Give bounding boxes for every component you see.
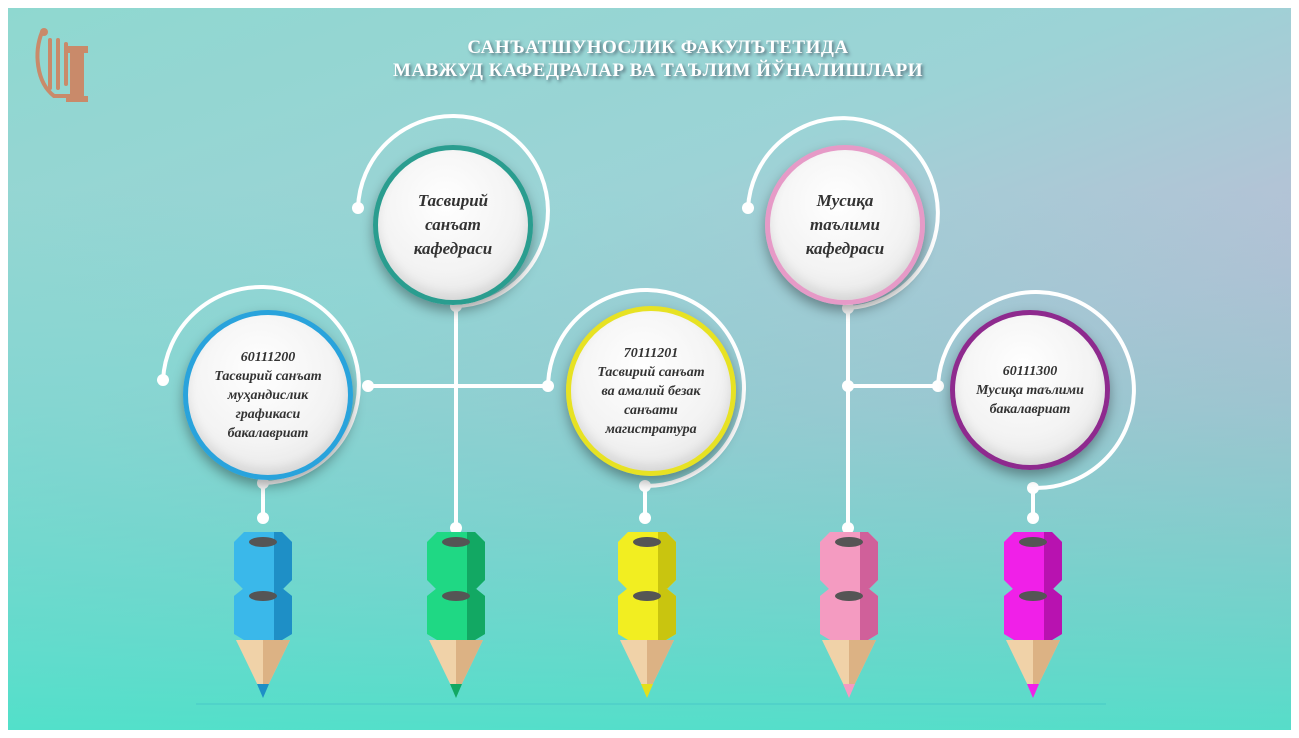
program-line: санъати xyxy=(624,402,678,418)
program-line: ва амалий безак xyxy=(601,383,701,399)
department-line: санъат xyxy=(425,215,481,234)
pencil-green-icon xyxy=(427,532,485,698)
program-line: бакалавриат xyxy=(989,401,1071,417)
page-title: САНЪАТШУНОСЛИК ФАКУЛЪТЕТИДА МАВЖУД КАФЕД… xyxy=(258,36,1058,82)
pencil-magenta-icon xyxy=(1004,532,1062,698)
program-line: муҳандислик xyxy=(227,387,309,403)
program-line: Тасвирий санъат xyxy=(214,368,322,384)
pencil-pink-icon xyxy=(820,532,878,698)
baseline-divider xyxy=(196,703,1106,705)
department-line: Мусиқа xyxy=(816,191,874,210)
pencil-blue-icon xyxy=(234,532,292,698)
program-line: магистратура xyxy=(605,421,697,437)
program-line: бакалавриат xyxy=(227,425,309,441)
department-line: кафедраси xyxy=(805,239,885,258)
title-line-1: САНЪАТШУНОСЛИК ФАКУЛЪТЕТИДА xyxy=(467,37,849,58)
program-circle-60111300: 60111300 Мусиқа таълими бакалавриат xyxy=(950,310,1110,470)
department-line: таълими xyxy=(810,215,880,234)
department-circle-music: Мусиқа таълими кафедраси xyxy=(765,145,925,305)
department-line: Тасвирий xyxy=(417,191,489,210)
faculty-logo-icon xyxy=(35,28,88,102)
slide: САНЪАТШУНОСЛИК ФАКУЛЪТЕТИДА МАВЖУД КАФЕД… xyxy=(8,8,1291,730)
pencil-yellow-icon xyxy=(618,532,676,698)
program-line: графикаси xyxy=(235,406,301,422)
program-circle-70111201: 70111201 Тасвирий санъат ва амалий безак… xyxy=(566,306,736,476)
program-line: Тасвирий санъат xyxy=(597,364,705,380)
department-line: кафедраси xyxy=(413,239,493,258)
program-line: Мусиқа таълими xyxy=(976,382,1084,398)
program-code: 60111200 xyxy=(240,349,296,365)
department-circle-fine-arts: Тасвирий санъат кафедраси xyxy=(373,145,533,305)
program-code: 60111300 xyxy=(1002,363,1058,379)
title-line-2: МАВЖУД КАФЕДРАЛАР ВА ТАЪЛИМ ЙЎНАЛИШЛАРИ xyxy=(392,60,924,81)
connector-lines xyxy=(157,114,1136,534)
program-circle-60111200: 60111200 Тасвирий санъат муҳандислик гра… xyxy=(183,310,353,480)
program-code: 70111201 xyxy=(623,345,679,361)
